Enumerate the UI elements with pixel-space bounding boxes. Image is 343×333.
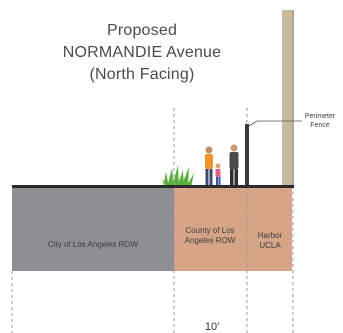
- city-row-zone: [12, 187, 174, 271]
- building: [282, 10, 294, 187]
- perimeter-fence-label: Perimeter Fence: [304, 113, 336, 129]
- fence-leader-line: [248, 120, 302, 127]
- city-row-label: City of Los Angeles ROW: [47, 240, 139, 249]
- title-line-2: NORMANDIE Avenue: [62, 44, 222, 61]
- county-row-zone: [174, 187, 292, 271]
- ground-line: [12, 185, 294, 188]
- harbor-ucla-label: Harbor UCLA: [257, 231, 283, 250]
- pedestrian-adult-orange: [205, 146, 213, 186]
- diagram-title: Proposed NORMANDIE Avenue (North Facing): [56, 20, 228, 86]
- title-line-3: (North Facing): [89, 66, 195, 83]
- building-edge: [292, 10, 294, 187]
- perimeter-fence: [245, 124, 249, 187]
- dimension-label: 10': [204, 321, 220, 333]
- pedestrian-adult-suit: [229, 144, 239, 186]
- grass-icon: [161, 165, 194, 187]
- title-line-1: Proposed: [106, 22, 178, 39]
- pedestrian-child: [215, 163, 221, 186]
- county-row-label: County of Los Angeles ROW: [184, 226, 236, 245]
